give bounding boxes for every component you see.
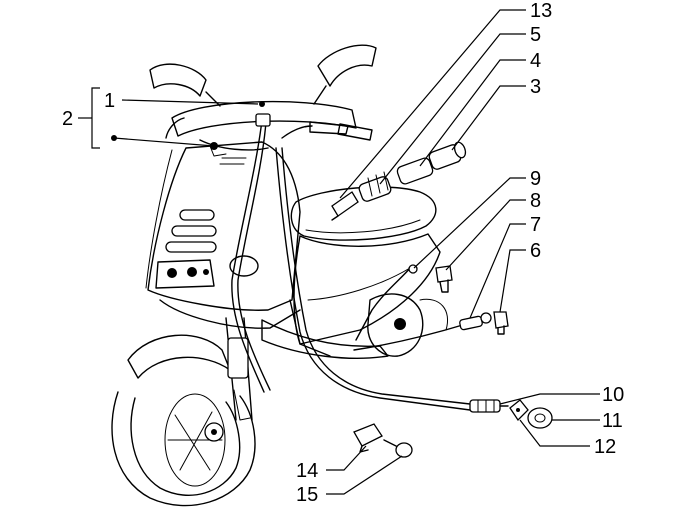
loose-parts: [331, 141, 553, 458]
part-10-fitting: [469, 399, 509, 413]
part-8-screw: [435, 265, 453, 293]
front-body: [145, 141, 301, 329]
label-3: 3: [530, 76, 541, 98]
label-15: 15: [296, 484, 318, 506]
part-7-clip: [459, 312, 492, 331]
part-3-cap: [428, 141, 467, 170]
front-mudguard: [127, 334, 231, 379]
label-5: 5: [530, 24, 541, 46]
label-7: 7: [530, 214, 541, 236]
part-4-sleeve: [396, 157, 434, 185]
scooter-illustration: [111, 44, 471, 507]
label-6: 6: [530, 240, 541, 262]
part-6-screw: [493, 311, 509, 335]
control-cables: [231, 119, 471, 411]
label-4: 4: [530, 50, 541, 72]
mirrors: [149, 44, 377, 107]
front-fork: [225, 317, 253, 421]
part-13-cable-tip: [331, 191, 359, 221]
label-9: 9: [530, 168, 541, 190]
label-2: 2: [62, 108, 73, 130]
label-14: 14: [296, 460, 318, 482]
leader-lines: [78, 9, 600, 495]
front-wheel: [111, 391, 256, 507]
part-11-grommet: [527, 407, 553, 429]
part-12-clamp: [509, 399, 529, 422]
rear-body: [261, 233, 441, 359]
engine: [367, 293, 448, 357]
label-8: 8: [530, 190, 541, 212]
part-14-clip: [353, 423, 383, 453]
part-15-bolt: [383, 439, 413, 458]
label-13: 13: [530, 0, 552, 22]
label-10: 10: [602, 384, 624, 406]
label-12: 12: [594, 436, 616, 458]
part-5-adjuster: [358, 171, 392, 202]
label-11: 11: [602, 410, 623, 432]
label-1: 1: [104, 90, 115, 112]
cable-junction: [210, 101, 349, 150]
part-labels: 13 5 4 3 9 8 7 6 10 11 12 14 15 1 2: [62, 0, 624, 506]
